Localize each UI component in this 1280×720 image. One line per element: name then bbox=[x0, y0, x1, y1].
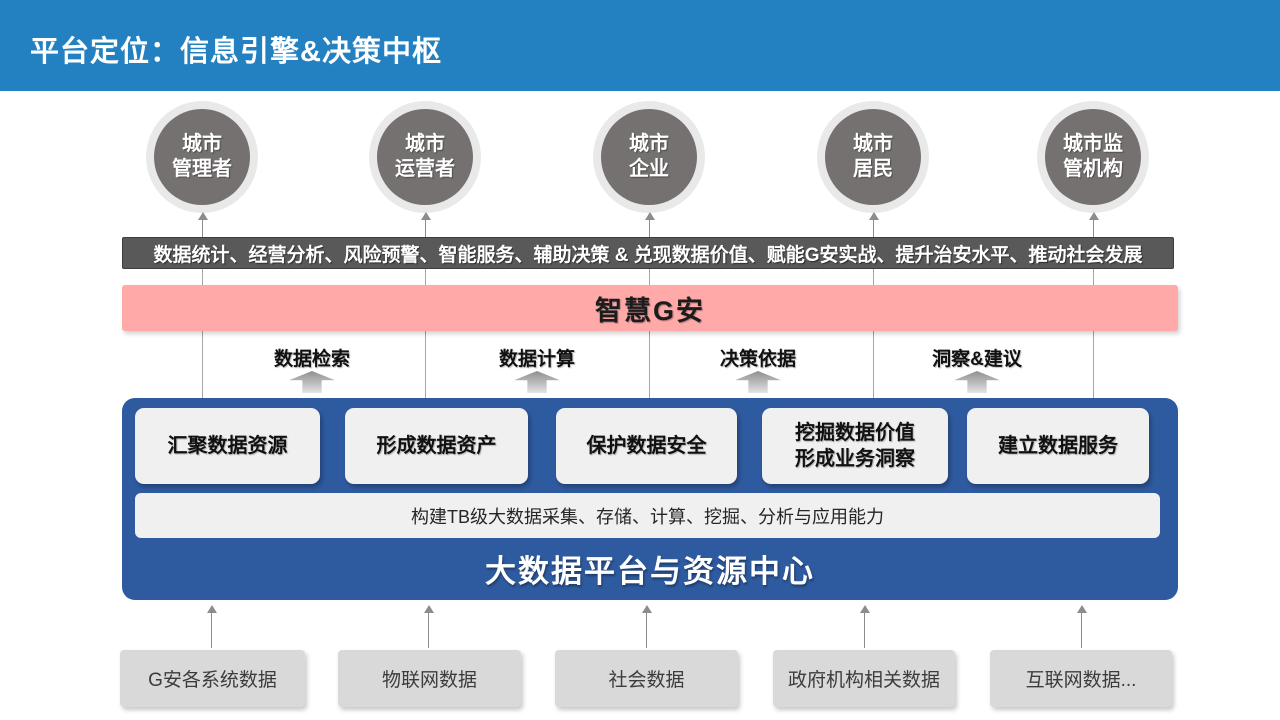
actor-label: 城市 企业 bbox=[629, 133, 669, 180]
flow-label-decision-basis: 决策依据 bbox=[719, 349, 797, 370]
connector-line bbox=[202, 267, 203, 398]
up-arrow-icon bbox=[198, 212, 208, 237]
capability-label: 汇聚数据资源 bbox=[167, 435, 288, 457]
up-arrow-icon bbox=[424, 605, 434, 648]
actor-circle-city-operators: 城市 运营者 bbox=[369, 101, 481, 213]
up-arrow-icon bbox=[645, 212, 655, 237]
capability-card-protect-security: 保护数据安全 bbox=[556, 408, 737, 484]
foundation-text: 构建TB级大数据采集、存储、计算、挖掘、分析与应用能力 bbox=[411, 506, 884, 527]
connector-line bbox=[1093, 267, 1094, 398]
block-up-arrow-icon bbox=[735, 371, 781, 393]
up-arrow-icon bbox=[642, 605, 652, 648]
flow-label-insight-advice: 洞察&建议 bbox=[932, 349, 1022, 370]
actor-circle-fill: 城市监 管机构 bbox=[1045, 109, 1141, 205]
actor-circle-city-managers: 城市 管理者 bbox=[146, 101, 258, 213]
flow-label-data-computing: 数据计算 bbox=[498, 349, 576, 370]
source-box-iot: 物联网数据 bbox=[338, 650, 521, 707]
actor-circle-city-residents: 城市 居民 bbox=[817, 101, 929, 213]
capability-card-aggregate-data: 汇聚数据资源 bbox=[135, 408, 320, 484]
platform-container: 汇聚数据资源 形成数据资产 保护数据安全 挖掘数据价值 形成业务洞察 建立数据服… bbox=[122, 398, 1178, 600]
actor-circle-fill: 城市 企业 bbox=[601, 109, 697, 205]
capability-label: 挖掘数据价值 形成业务洞察 bbox=[795, 422, 915, 470]
flow-label-data-retrieval: 数据检索 bbox=[273, 349, 351, 370]
block-up-arrow-icon bbox=[289, 371, 335, 393]
actor-circle-fill: 城市 管理者 bbox=[154, 109, 250, 205]
source-label: 政府机构相关数据 bbox=[787, 670, 940, 691]
up-arrow-icon bbox=[207, 605, 217, 648]
connector-line bbox=[873, 267, 874, 398]
actor-label: 城市监 管机构 bbox=[1063, 133, 1123, 180]
block-up-arrow-icon bbox=[514, 371, 560, 393]
connector-line bbox=[649, 267, 650, 398]
actor-circle-city-regulators: 城市监 管机构 bbox=[1037, 101, 1149, 213]
capability-card-mine-value: 挖掘数据价值 形成业务洞察 bbox=[762, 408, 948, 484]
actor-circle-fill: 城市 居民 bbox=[825, 109, 921, 205]
up-arrow-icon bbox=[421, 212, 431, 237]
source-box-government: 政府机构相关数据 bbox=[773, 650, 955, 707]
platform-title: 大数据平台与资源中心 bbox=[485, 554, 815, 589]
block-up-arrow-icon bbox=[954, 371, 1000, 393]
capability-label: 建立数据服务 bbox=[998, 435, 1118, 457]
value-proposition-bar: 数据统计、经营分析、风险预警、智能服务、辅助决策 & 兑现数据价值、赋能G安实战… bbox=[122, 237, 1174, 269]
value-proposition-text: 数据统计、经营分析、风险预警、智能服务、辅助决策 & 兑现数据价值、赋能G安实战… bbox=[153, 244, 1143, 266]
source-box-internet: 互联网数据... bbox=[990, 650, 1172, 707]
up-arrow-icon bbox=[860, 605, 870, 648]
smart-layer-bar: 智慧G安 bbox=[122, 285, 1178, 331]
source-box-gan-systems: G安各系统数据 bbox=[120, 650, 305, 707]
capability-card-build-services: 建立数据服务 bbox=[967, 408, 1149, 484]
header-bar: 平台定位：信息引擎&决策中枢 bbox=[0, 0, 1280, 91]
actor-label: 城市 居民 bbox=[853, 133, 893, 180]
capability-label: 形成数据资产 bbox=[376, 435, 497, 457]
source-label: 互联网数据... bbox=[1025, 670, 1137, 691]
actor-label: 城市 管理者 bbox=[172, 133, 232, 180]
actor-circle-city-enterprises: 城市 企业 bbox=[593, 101, 705, 213]
page-title: 平台定位：信息引擎&决策中枢 bbox=[30, 36, 442, 68]
source-label: G安各系统数据 bbox=[148, 670, 277, 691]
capability-card-form-assets: 形成数据资产 bbox=[345, 408, 528, 484]
source-label: 物联网数据 bbox=[381, 670, 477, 691]
up-arrow-icon bbox=[1089, 212, 1099, 237]
foundation-capability-bar: 构建TB级大数据采集、存储、计算、挖掘、分析与应用能力 bbox=[135, 493, 1160, 538]
source-label: 社会数据 bbox=[608, 670, 685, 691]
up-arrow-icon bbox=[869, 212, 879, 237]
actor-circle-fill: 城市 运营者 bbox=[377, 109, 473, 205]
actor-label: 城市 运营者 bbox=[395, 133, 455, 180]
capability-label: 保护数据安全 bbox=[586, 435, 707, 457]
connector-line bbox=[425, 267, 426, 398]
smart-layer-label: 智慧G安 bbox=[594, 295, 705, 326]
source-box-social: 社会数据 bbox=[555, 650, 738, 707]
up-arrow-icon bbox=[1077, 605, 1087, 648]
